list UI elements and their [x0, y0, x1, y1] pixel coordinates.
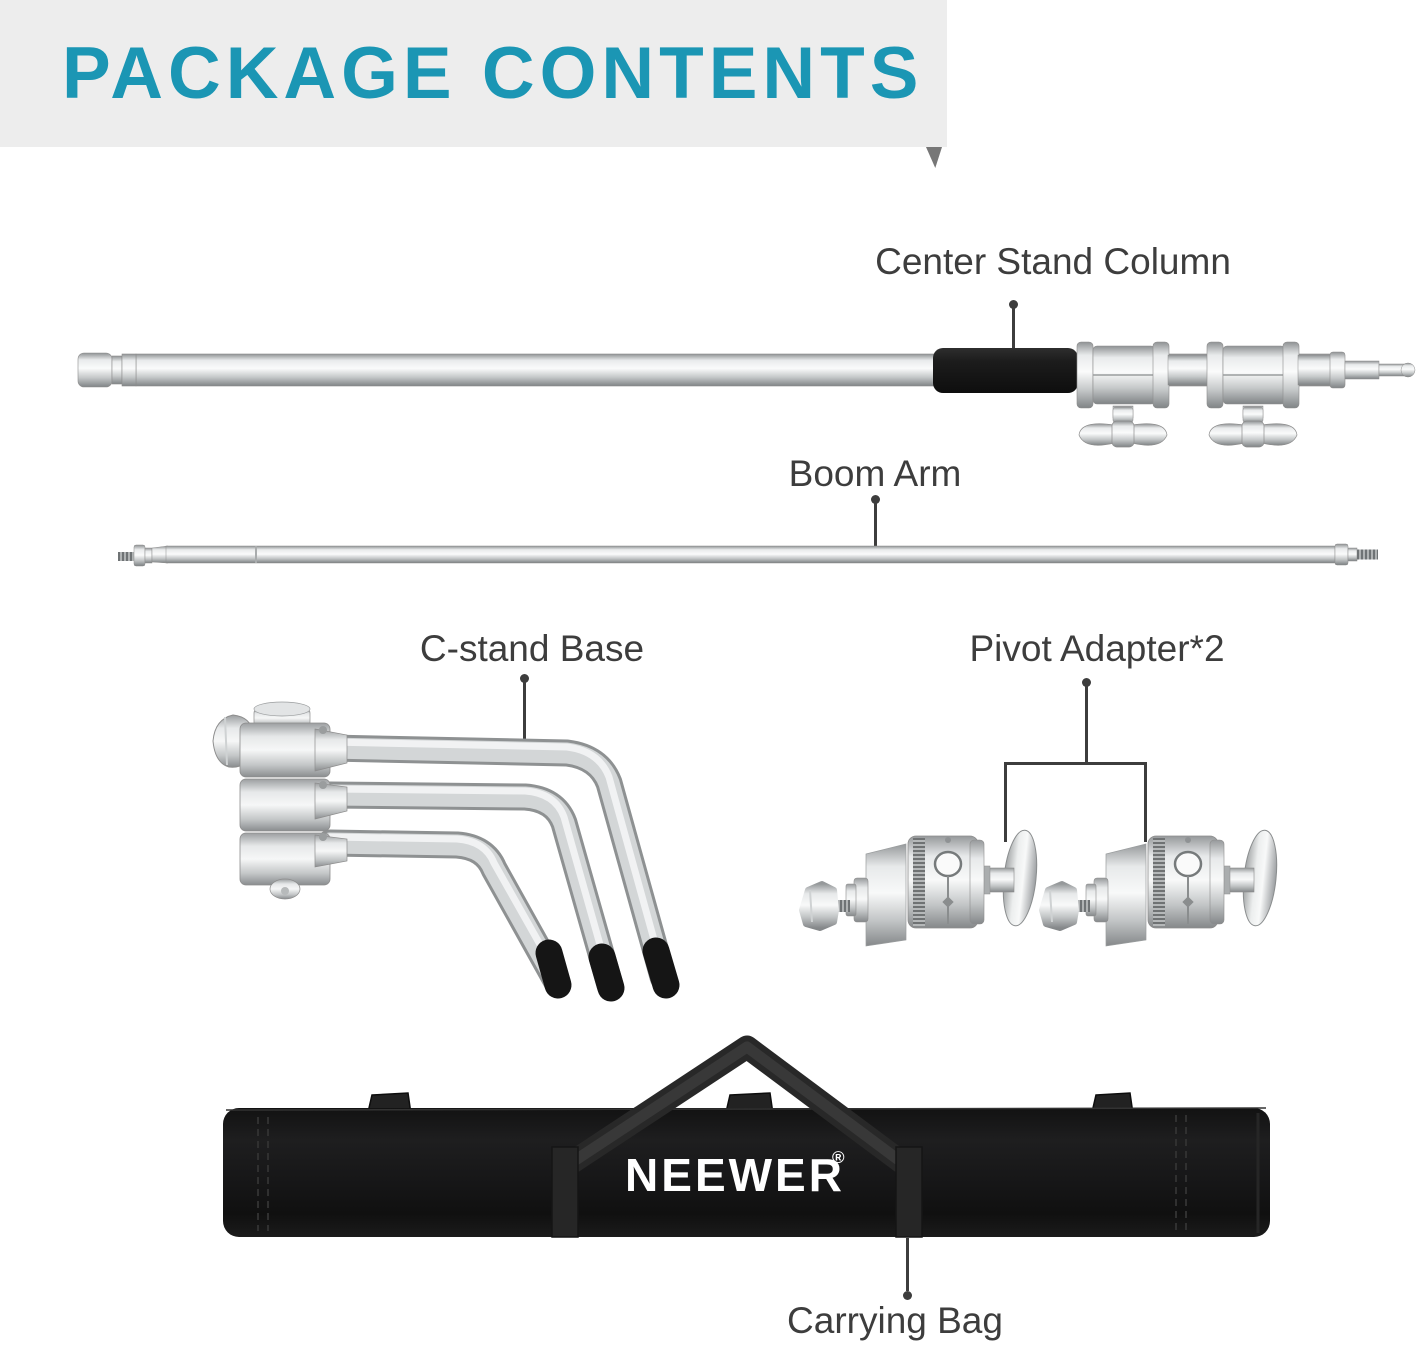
bag-handle [551, 1035, 923, 1238]
callout-bracket-pivot [1004, 762, 1147, 765]
bag-registered-mark: ® [832, 1148, 845, 1167]
banner-tail-triangle [926, 147, 942, 168]
boom-arm-rod [118, 543, 1378, 567]
label-boom-arm: Boom Arm [788, 453, 962, 494]
column-grip-head-2 [1206, 341, 1300, 448]
bag-brand-logo: NEEWER [625, 1149, 845, 1201]
column-spigot-tip [1297, 351, 1416, 389]
callout-branch-pivot-right [1144, 762, 1147, 842]
cstand-base-image [195, 695, 705, 1015]
base-leg-middle [316, 781, 625, 1002]
pivot-adapter-2 [1042, 829, 1281, 946]
base-leg-bottom [316, 829, 572, 999]
boom-arm-image [110, 535, 1390, 570]
carrying-bag-image: NEEWER ® [210, 1035, 1285, 1245]
bag-stitching [257, 1115, 1187, 1231]
pivot-adapter-1 [802, 829, 1041, 946]
callout-dot-bag [903, 1291, 912, 1300]
base-hub [212, 701, 348, 900]
callout-line-bag [906, 1238, 909, 1291]
callout-line-boom [874, 502, 877, 547]
callout-line-base [523, 681, 526, 758]
pivot-adapters-image [790, 820, 1285, 960]
column-tube-segment [1167, 354, 1211, 386]
callout-dot-base [520, 674, 529, 683]
title-banner: PACKAGE CONTENTS [0, 0, 947, 147]
column-grip-head-1 [1076, 341, 1170, 448]
base-leg-top [316, 734, 680, 999]
bag-body [223, 1108, 1270, 1237]
callout-line-column [1012, 307, 1015, 352]
label-carrying-bag: Carrying Bag [787, 1300, 1003, 1341]
callout-dot-column [1009, 300, 1018, 309]
callout-dot-pivot [1082, 678, 1091, 687]
label-cstand-base: C-stand Base [419, 628, 645, 669]
callout-dot-boom [871, 495, 880, 504]
label-center-stand-column: Center Stand Column [875, 241, 1231, 282]
label-pivot-adapter: Pivot Adapter*2 [969, 628, 1225, 669]
callout-line-pivot [1085, 685, 1088, 763]
column-grip [933, 348, 1078, 393]
page-title: PACKAGE CONTENTS [62, 33, 924, 114]
callout-branch-pivot-left [1004, 762, 1007, 842]
center-stand-column-image [75, 330, 1416, 455]
